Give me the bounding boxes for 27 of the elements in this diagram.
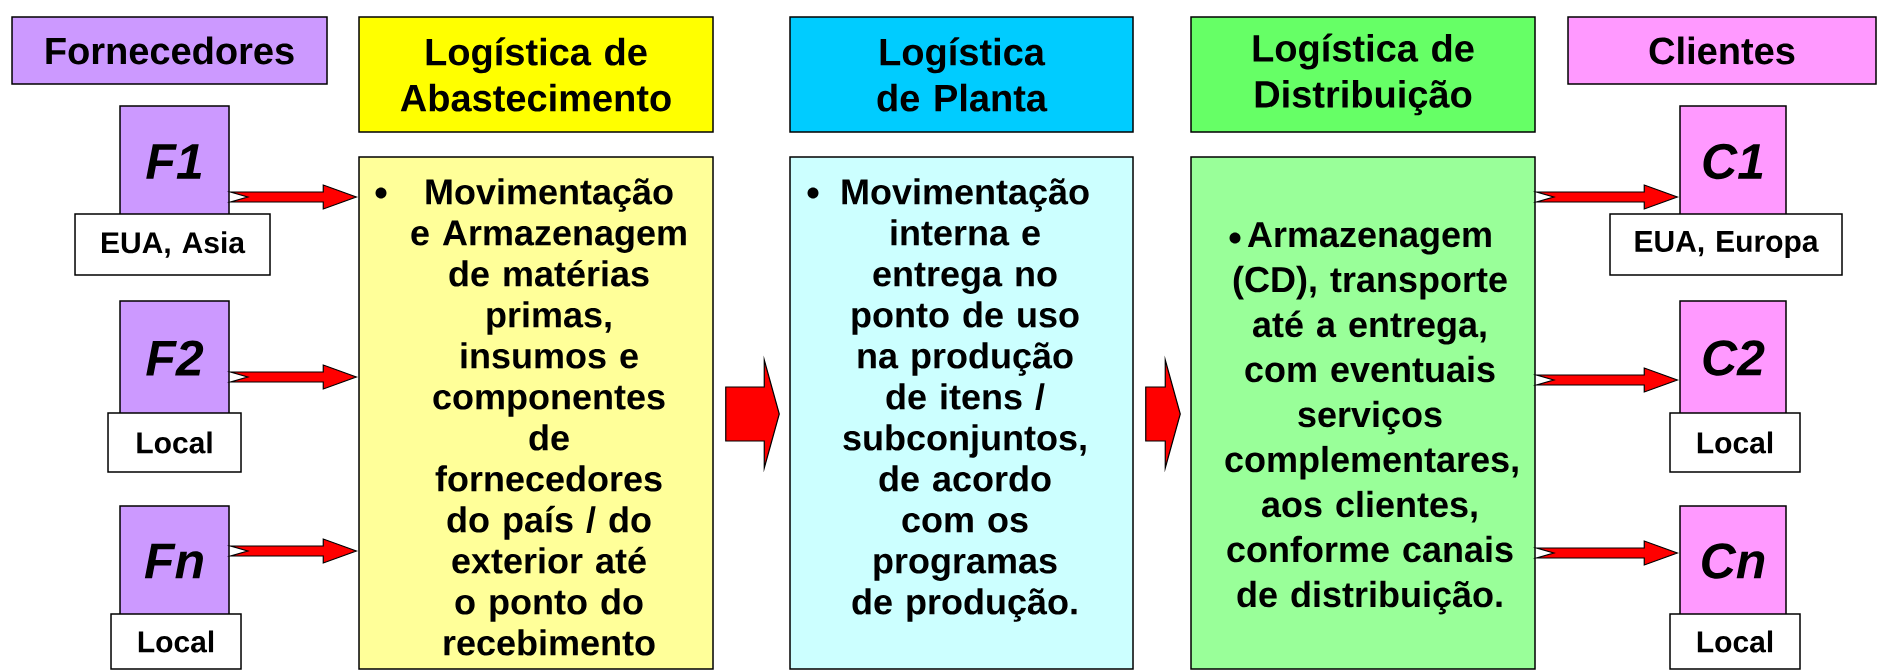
node-box: Fn xyxy=(119,505,230,617)
label-box: Local xyxy=(1669,613,1801,670)
node-box: C1 xyxy=(1679,105,1787,218)
arrow xyxy=(226,184,358,210)
text-box: Movimentação e Armazenagem de matérias primas, insumos e componentes de fornecedores do país / do exterior até o ponto do recebimento xyxy=(358,156,714,670)
label-box: Local xyxy=(1669,412,1801,473)
node-box: Cn xyxy=(1679,505,1787,617)
arrow xyxy=(226,364,358,390)
arrow xyxy=(226,538,358,564)
node-box: F2 xyxy=(119,300,230,416)
label-box: Local xyxy=(107,412,242,473)
label-box: EUA, Asia xyxy=(74,213,271,276)
header-box: Logística de Planta xyxy=(789,16,1134,133)
header-box: Clientes xyxy=(1567,16,1877,85)
arrow xyxy=(1532,367,1679,393)
node-box: C2 xyxy=(1679,300,1787,416)
header-box: Logística de Distribuição xyxy=(1190,16,1536,133)
arrow xyxy=(1532,540,1679,566)
arrow xyxy=(725,355,780,473)
header-box: Fornecedores xyxy=(11,16,328,85)
arrow xyxy=(1532,184,1679,210)
header-box: Logística de Abastecimento xyxy=(358,16,714,133)
label-box: Local xyxy=(110,613,242,670)
label-box: EUA, Europa xyxy=(1609,213,1843,276)
node-box: F1 xyxy=(119,105,230,218)
text-box: Armazenagem (CD), transporte até a entrega, com eventuais serviços complementares, aos clientes, conforme canais de distribuição. xyxy=(1190,156,1536,670)
text-box: Movimentação interna e entrega no ponto de uso na produção de itens / subconjuntos, de acordo com os programas de produção. xyxy=(789,156,1134,670)
